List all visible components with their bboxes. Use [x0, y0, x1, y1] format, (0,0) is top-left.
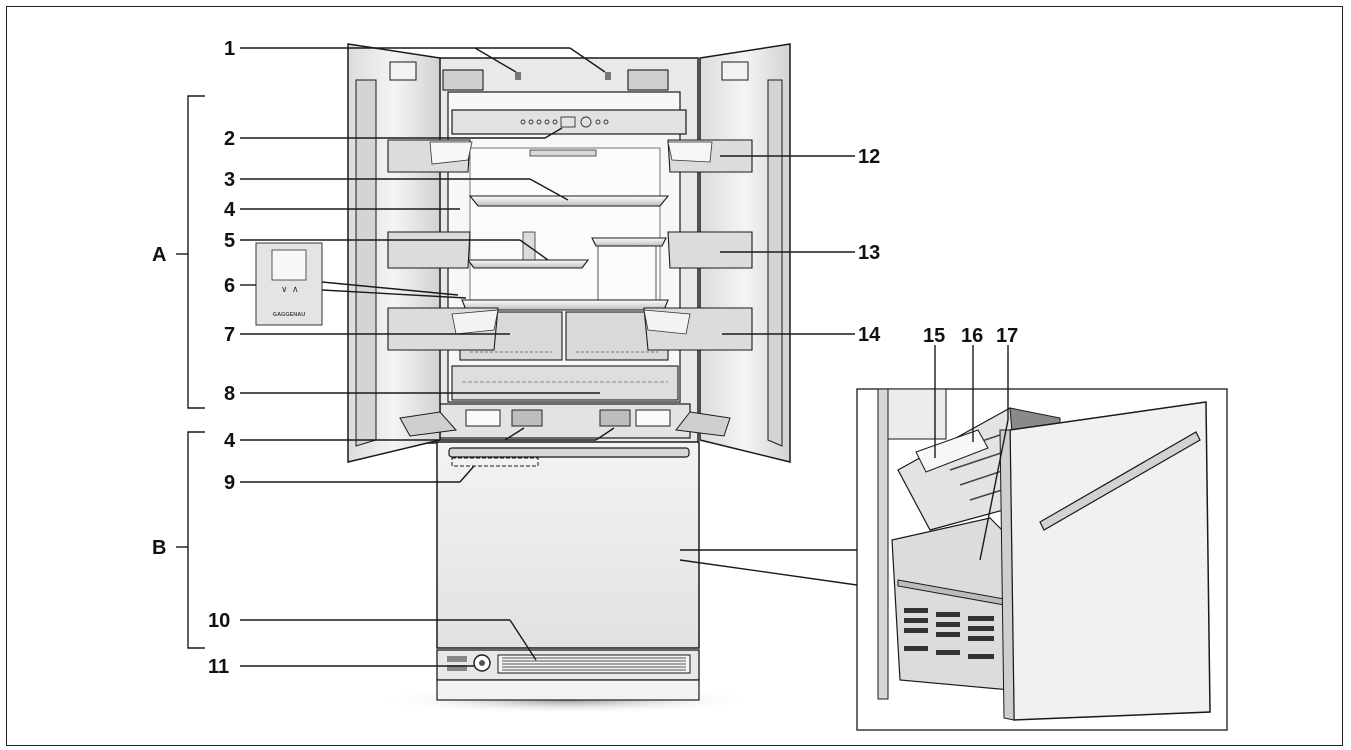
figure-frame: [6, 6, 1343, 746]
callout-14: 14: [858, 324, 881, 346]
svg-text:∧: ∧: [292, 284, 299, 294]
glass-shelf-upper: [468, 195, 670, 207]
callout-5: 5: [224, 230, 236, 252]
door-bin-right-2: [667, 231, 753, 269]
glass-shelf-middle: [466, 259, 590, 269]
callout-8: 8: [224, 383, 236, 405]
callout-7: 7: [224, 324, 236, 346]
control-panel: [451, 109, 687, 135]
door-bin-left-2: [387, 231, 471, 269]
callout-4-lower: 4: [224, 430, 236, 452]
callout-12: 12: [858, 146, 881, 168]
callout-10: 10: [208, 610, 231, 632]
drawer-front-handle: [1039, 431, 1201, 531]
callout-3: 3: [224, 169, 236, 191]
ice-tray: [915, 429, 989, 473]
door-control-panel-inset: ∨ ∧ GAGGENAU: [255, 242, 323, 326]
right-door: [643, 43, 791, 463]
callout-6: 6: [224, 275, 236, 297]
callout-15: 15: [923, 325, 946, 347]
section-label-a: A: [152, 244, 167, 266]
base-grille: [436, 649, 700, 701]
callout-4-upper: 4: [224, 199, 236, 221]
callout-11: 11: [208, 656, 230, 678]
drawer-detail-inset: [856, 388, 1228, 731]
callout-13: 13: [858, 242, 881, 264]
refrigerator-body: [427, 57, 699, 444]
lower-basket: [891, 517, 1013, 691]
freezer-drawer: [436, 441, 700, 649]
freezer-handle: [448, 447, 690, 458]
callout-17: 17: [996, 325, 1019, 347]
panel-brand-text: GAGGENAU: [273, 312, 305, 318]
light-bar: [529, 149, 597, 157]
callout-16: 16: [961, 325, 984, 347]
svg-text:∨: ∨: [281, 284, 288, 294]
left-door: [347, 43, 499, 463]
callout-1: 1: [224, 38, 236, 60]
callout-9: 9: [224, 472, 236, 494]
section-label-b: B: [152, 537, 167, 559]
leader-lines: [176, 47, 1009, 667]
chiller-drawer: [451, 365, 679, 401]
callout-2: 2: [224, 128, 236, 150]
